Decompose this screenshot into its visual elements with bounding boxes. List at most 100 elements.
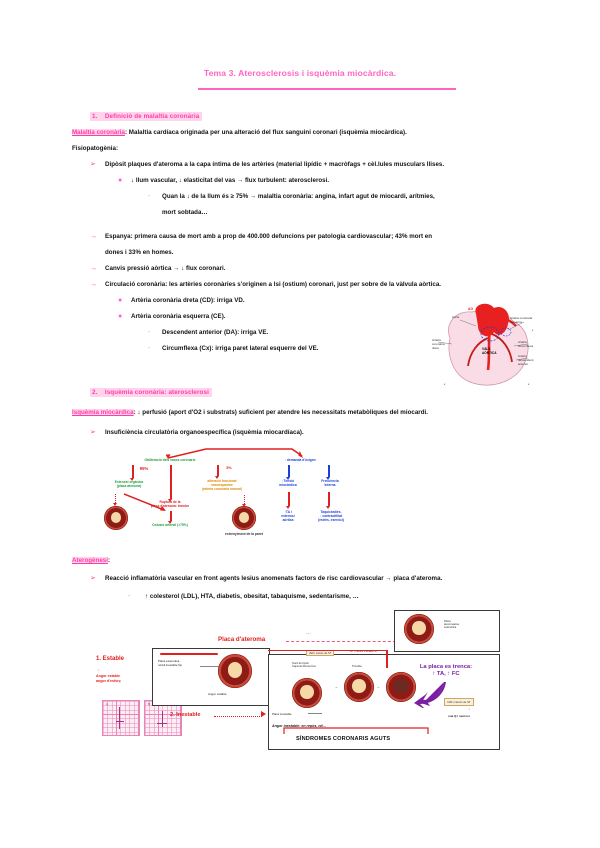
svg-text:Artèria coronària: Artèria coronària	[510, 316, 533, 320]
label-95-percent: 95%	[139, 466, 149, 471]
label-1-estable: 1. Estable	[96, 656, 125, 662]
label-angor-estable-panel: Angor estable	[208, 692, 227, 696]
bullet-espanya-stats-2: dones i 33% en homes.	[105, 249, 174, 256]
stable-arrow-down: ↓	[98, 668, 100, 672]
node-tensio-miocardica: ↑Tensió miocàrdica	[279, 479, 297, 488]
cascade-arrow-7	[286, 492, 290, 510]
vessel-thrombus-1	[344, 672, 374, 702]
node-demanda-oxigen: ↑ demanda d'oxigen	[284, 458, 316, 462]
bullet-mort-sobtada: mort sobtada…	[162, 209, 208, 216]
bullet-dash-icon-2: -	[148, 329, 151, 336]
label-sindromes-coronaris: SÍNDROMES CORONARIS AGUTS	[296, 736, 391, 742]
bullet-deposit-plaques: Dipòsit plaques d'ateroma a la capa ínti…	[105, 161, 445, 168]
cascade-dotted-arrow-mid	[242, 495, 247, 508]
svg-text:dreta: dreta	[432, 346, 439, 350]
svg-text:*: *	[444, 383, 446, 387]
note-ona-q: ona Q i necrosi	[448, 714, 470, 718]
ecg-strip-1: A	[102, 700, 140, 736]
right-note-arrow: ↓	[468, 706, 470, 711]
section-2-heading: 2. Isquèmia coronària: aterosclerosi	[90, 388, 212, 397]
unstable-plaque-caption: Placa inestable	[272, 712, 292, 716]
ischemia-cascade-diagram: Obliteració dels vasos coronaris ↑ deman…	[96, 448, 348, 556]
bullet-dot-icon-3: ●	[118, 313, 123, 320]
cascade-diagonal-arrow	[123, 493, 166, 511]
label-2-inestable: 2. Inestable	[170, 712, 201, 718]
diagram2-ellipsis: …	[306, 630, 311, 636]
page-title: Tema 3. Aterosclerosis i isquèmia miocàr…	[203, 68, 397, 78]
bullet-arrow-icon-4: →	[90, 281, 97, 288]
cascade-arrow-5	[286, 465, 290, 481]
bullet-dot-icon: ●	[118, 177, 123, 184]
label-trombe: Trombe	[352, 664, 362, 668]
bullet-descendent-anterior: Descendent anterior (DA): irriga VE.	[162, 329, 269, 336]
connector-horizontal	[268, 650, 388, 652]
bullet-arrow-icon-5: ➢	[90, 429, 96, 436]
label-angor-inestable: Angor inestable: en repòs, nit…	[272, 724, 327, 728]
svg-text:AÒRTICA: AÒRTICA	[482, 350, 497, 355]
cascade-arrow-2	[168, 465, 172, 503]
term-malaltia-coronaria: Malaltia coronària	[72, 129, 125, 136]
sca-bracket	[283, 727, 429, 734]
cascade-top-connector	[165, 448, 303, 459]
svg-text:esquerra: esquerra	[510, 320, 522, 324]
node-frequencia: Frecuència Interna	[321, 479, 339, 488]
label-5-percent: 5%	[226, 466, 232, 470]
unstable-dotted-arrow	[214, 716, 262, 717]
stable-plaque-panel	[152, 648, 270, 706]
vessel-unstable	[292, 678, 322, 708]
bullet-arrow-icon-6: ➢	[90, 575, 96, 582]
bullet-factors-risc: ↑ colesterol (LDL), HTA, diabetis, obesi…	[145, 593, 359, 600]
bullet-dash-icon-4: -	[128, 593, 131, 600]
bullet-arteria-esquerra: Artèria coronària esquerra (CE).	[131, 313, 226, 320]
section-1-number: 1.	[92, 113, 98, 120]
stable-red-wedge	[160, 653, 218, 655]
node-obliteracio: Obliteració dels vasos coronaris	[144, 458, 196, 462]
bullet-arteria-dreta: Artèria coronària dreta (CD): irriga VD.	[131, 297, 245, 304]
svg-text:Artèria: Artèria	[518, 340, 527, 344]
aterogenesi-colon: :	[107, 557, 111, 564]
cascade-arrow-6	[326, 465, 330, 481]
bullet-canvis-pressio: Canvis pressió aòrtica → ↓ flux coronari…	[105, 265, 226, 272]
unstable-leader-line	[308, 713, 322, 714]
bullet-arrow-icon: ➢	[90, 161, 96, 168]
bullet-llum-vascular: ↓ llum vascular, ↓ elasticitat del vas →…	[131, 177, 330, 184]
ecg-strip-2: B	[144, 700, 182, 736]
svg-text:descendent: descendent	[518, 358, 534, 362]
label-placa-es-trenca: La placa es trenca: ↑ TA, ↑ FC	[419, 664, 473, 678]
stable-leader-line	[200, 666, 222, 667]
svg-text:Aorta: Aorta	[452, 315, 460, 319]
bullet-dash-icon-3: -	[148, 345, 151, 352]
rupture-purple-arrow	[414, 682, 446, 708]
atheroma-plaque-diagram: Placa d'ateroma … 1. Estable ↓ Angor est…	[96, 610, 516, 750]
fisiopatogenia-label: Fisiopatogènia:	[72, 145, 119, 152]
bullet-espanya-stats: Espanya: primera causa de mort amb a pro…	[105, 233, 433, 240]
term-isquemia-miocardica: Isquèmia miocàrdica	[72, 409, 134, 416]
node-estenosi-organica: Estenosi orgànica (placa ateroma)	[114, 480, 144, 489]
vessel-cross-section-left	[104, 506, 128, 530]
definition-text: : Malaltia cardíaca originada per una al…	[124, 129, 407, 136]
bullet-arrow-icon-3: →	[90, 265, 97, 272]
vessel-thrombus-2	[386, 672, 416, 702]
aterogenesi-line: Aterogènesi:	[72, 556, 110, 565]
node-ruptura-placa: Ruptura de la placa d'ateroma: trombe	[150, 500, 190, 509]
label-placa-ateromatosa: Placa ateromatosa estenòtica	[444, 620, 459, 630]
svg-text:Artèria: Artèria	[432, 338, 441, 342]
title-underline-rule	[198, 88, 456, 91]
svg-text:coronària: coronària	[432, 342, 445, 346]
node-taquicardies: Taquicàrdies. ↑ contractilitat (estrés, …	[317, 510, 345, 523]
bullet-circulacio-coronaria: Circulació coronària: les artèries coron…	[105, 281, 442, 288]
cascade-arrow-4	[168, 511, 172, 525]
section-2-number: 2.	[92, 389, 98, 396]
flow-arrow-2: →	[376, 684, 380, 689]
section-2-title: Isquèmia coronària: aterosclerosi	[104, 389, 209, 396]
node-ta-estenosi: ↑TA i estenosi aòrtica	[281, 510, 295, 523]
cascade-arrow-3	[215, 465, 219, 480]
bullet-quan-llum-75: Quan la ↓ de la llum és ≥ 75% → malaltia…	[162, 193, 435, 200]
cascade-arrow-1	[130, 465, 134, 482]
svg-text:anterior: anterior	[518, 362, 528, 366]
svg-text:VÀLV.: VÀLV.	[482, 346, 491, 351]
connector-vertical	[386, 650, 388, 668]
bullet-insuficiencia: Insuficiència circulatòria organoespecíf…	[105, 429, 304, 436]
